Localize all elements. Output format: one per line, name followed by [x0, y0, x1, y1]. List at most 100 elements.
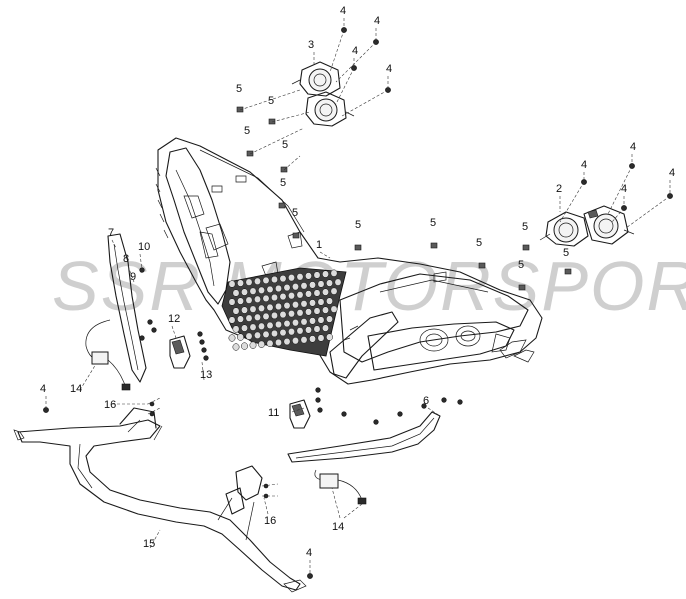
nut-icon — [203, 355, 209, 361]
mesh-cell — [254, 313, 261, 321]
clip-icon — [280, 166, 288, 173]
harness-right-part — [314, 469, 367, 505]
mesh-cell — [317, 298, 325, 306]
leader-line — [127, 265, 135, 283]
nut-icon — [147, 319, 153, 325]
nut-icon — [341, 411, 347, 417]
leader-line — [625, 195, 671, 229]
mesh-cell — [271, 275, 278, 284]
mesh-cell — [237, 279, 244, 287]
callout-5-h: 5 — [430, 217, 436, 229]
clip-icon — [478, 262, 486, 269]
callout-5-c: 5 — [244, 125, 250, 137]
grille-mesh — [221, 267, 347, 357]
mesh-cell — [258, 304, 265, 312]
clip-icon — [268, 118, 276, 125]
mesh-cell — [283, 319, 291, 328]
mesh-cell — [292, 301, 299, 309]
mesh-cell — [279, 310, 287, 319]
mesh-cell — [322, 324, 329, 332]
left-side-strip-part — [107, 233, 147, 383]
mesh-cell — [245, 332, 253, 340]
leader-line — [329, 29, 345, 73]
mesh-cell — [309, 299, 316, 307]
callout-15: 15 — [143, 538, 155, 550]
mesh-cell — [254, 331, 261, 339]
nut-icon — [315, 387, 321, 393]
clip-icon — [354, 244, 362, 251]
mesh-cell — [228, 334, 236, 342]
leader-line — [611, 207, 625, 223]
mesh-cell — [300, 336, 308, 344]
mesh-cell — [309, 335, 316, 343]
mesh-cell — [232, 343, 240, 351]
leader-line — [249, 127, 305, 155]
mesh-cell — [292, 337, 299, 345]
clip-icon — [564, 268, 572, 275]
callout-4-e: 4 — [581, 159, 587, 171]
callout-4-a: 4 — [340, 5, 346, 17]
mesh-cell — [232, 307, 240, 315]
callout-6: 6 — [423, 395, 429, 407]
fog-lamp-right-part — [539, 205, 635, 247]
nut-icon — [201, 347, 207, 353]
mesh-cell — [228, 298, 236, 306]
mesh-cell — [326, 315, 333, 323]
mesh-cell — [313, 325, 321, 333]
mesh-cell — [241, 306, 248, 314]
mesh-cell — [292, 283, 299, 291]
mesh-cell — [241, 342, 248, 350]
callout-2: 2 — [556, 183, 562, 195]
mesh-cell — [275, 338, 282, 347]
mesh-cell — [262, 276, 270, 285]
mesh-cell — [326, 297, 333, 305]
mesh-cell — [275, 284, 282, 293]
mesh-cell — [309, 317, 316, 325]
mesh-cell — [266, 339, 274, 348]
callout-4-j: 4 — [306, 547, 312, 559]
callout-4-g: 4 — [621, 183, 627, 195]
mesh-cell — [245, 278, 253, 286]
mesh-cell — [262, 330, 270, 339]
mesh-cell — [330, 269, 338, 277]
mesh-cell — [288, 274, 295, 282]
mesh-cell — [288, 310, 295, 318]
mesh-cell — [283, 301, 291, 310]
mesh-cell — [283, 283, 291, 292]
nut-icon — [441, 397, 447, 403]
mesh-cell — [309, 281, 316, 289]
nut-icon — [197, 331, 203, 337]
mesh-cell — [330, 287, 338, 295]
callout-1: 1 — [316, 239, 322, 251]
callout-16-b: 16 — [264, 515, 276, 527]
leader-line — [201, 361, 205, 381]
leader-line — [283, 155, 301, 171]
clip-icon — [246, 150, 254, 157]
mesh-cell — [279, 274, 287, 283]
clip-icon — [522, 244, 530, 251]
mesh-cell — [258, 322, 265, 330]
mesh-cell — [249, 305, 257, 313]
mesh-cell — [237, 315, 244, 323]
leader-line — [79, 363, 97, 391]
mesh-cell — [266, 285, 274, 294]
fog-lamp-left-part — [291, 61, 355, 127]
mesh-cell — [241, 288, 248, 296]
callout-10: 10 — [138, 241, 150, 253]
callout-5-i: 5 — [476, 237, 482, 249]
leader-lines-group — [45, 18, 671, 576]
callout-4-b: 4 — [374, 15, 380, 27]
leader-line — [335, 41, 377, 83]
callout-5-a: 5 — [236, 83, 242, 95]
mesh-cell — [271, 311, 278, 320]
callout-5-j: 5 — [518, 259, 524, 271]
mesh-cell — [322, 270, 329, 278]
callout-5-d: 5 — [282, 139, 288, 151]
nut-icon — [139, 335, 145, 341]
mesh-cell — [300, 300, 308, 308]
leader-line — [263, 497, 269, 515]
leader-line — [139, 253, 143, 271]
mesh-cell — [258, 340, 265, 348]
clip-icon — [518, 284, 526, 291]
